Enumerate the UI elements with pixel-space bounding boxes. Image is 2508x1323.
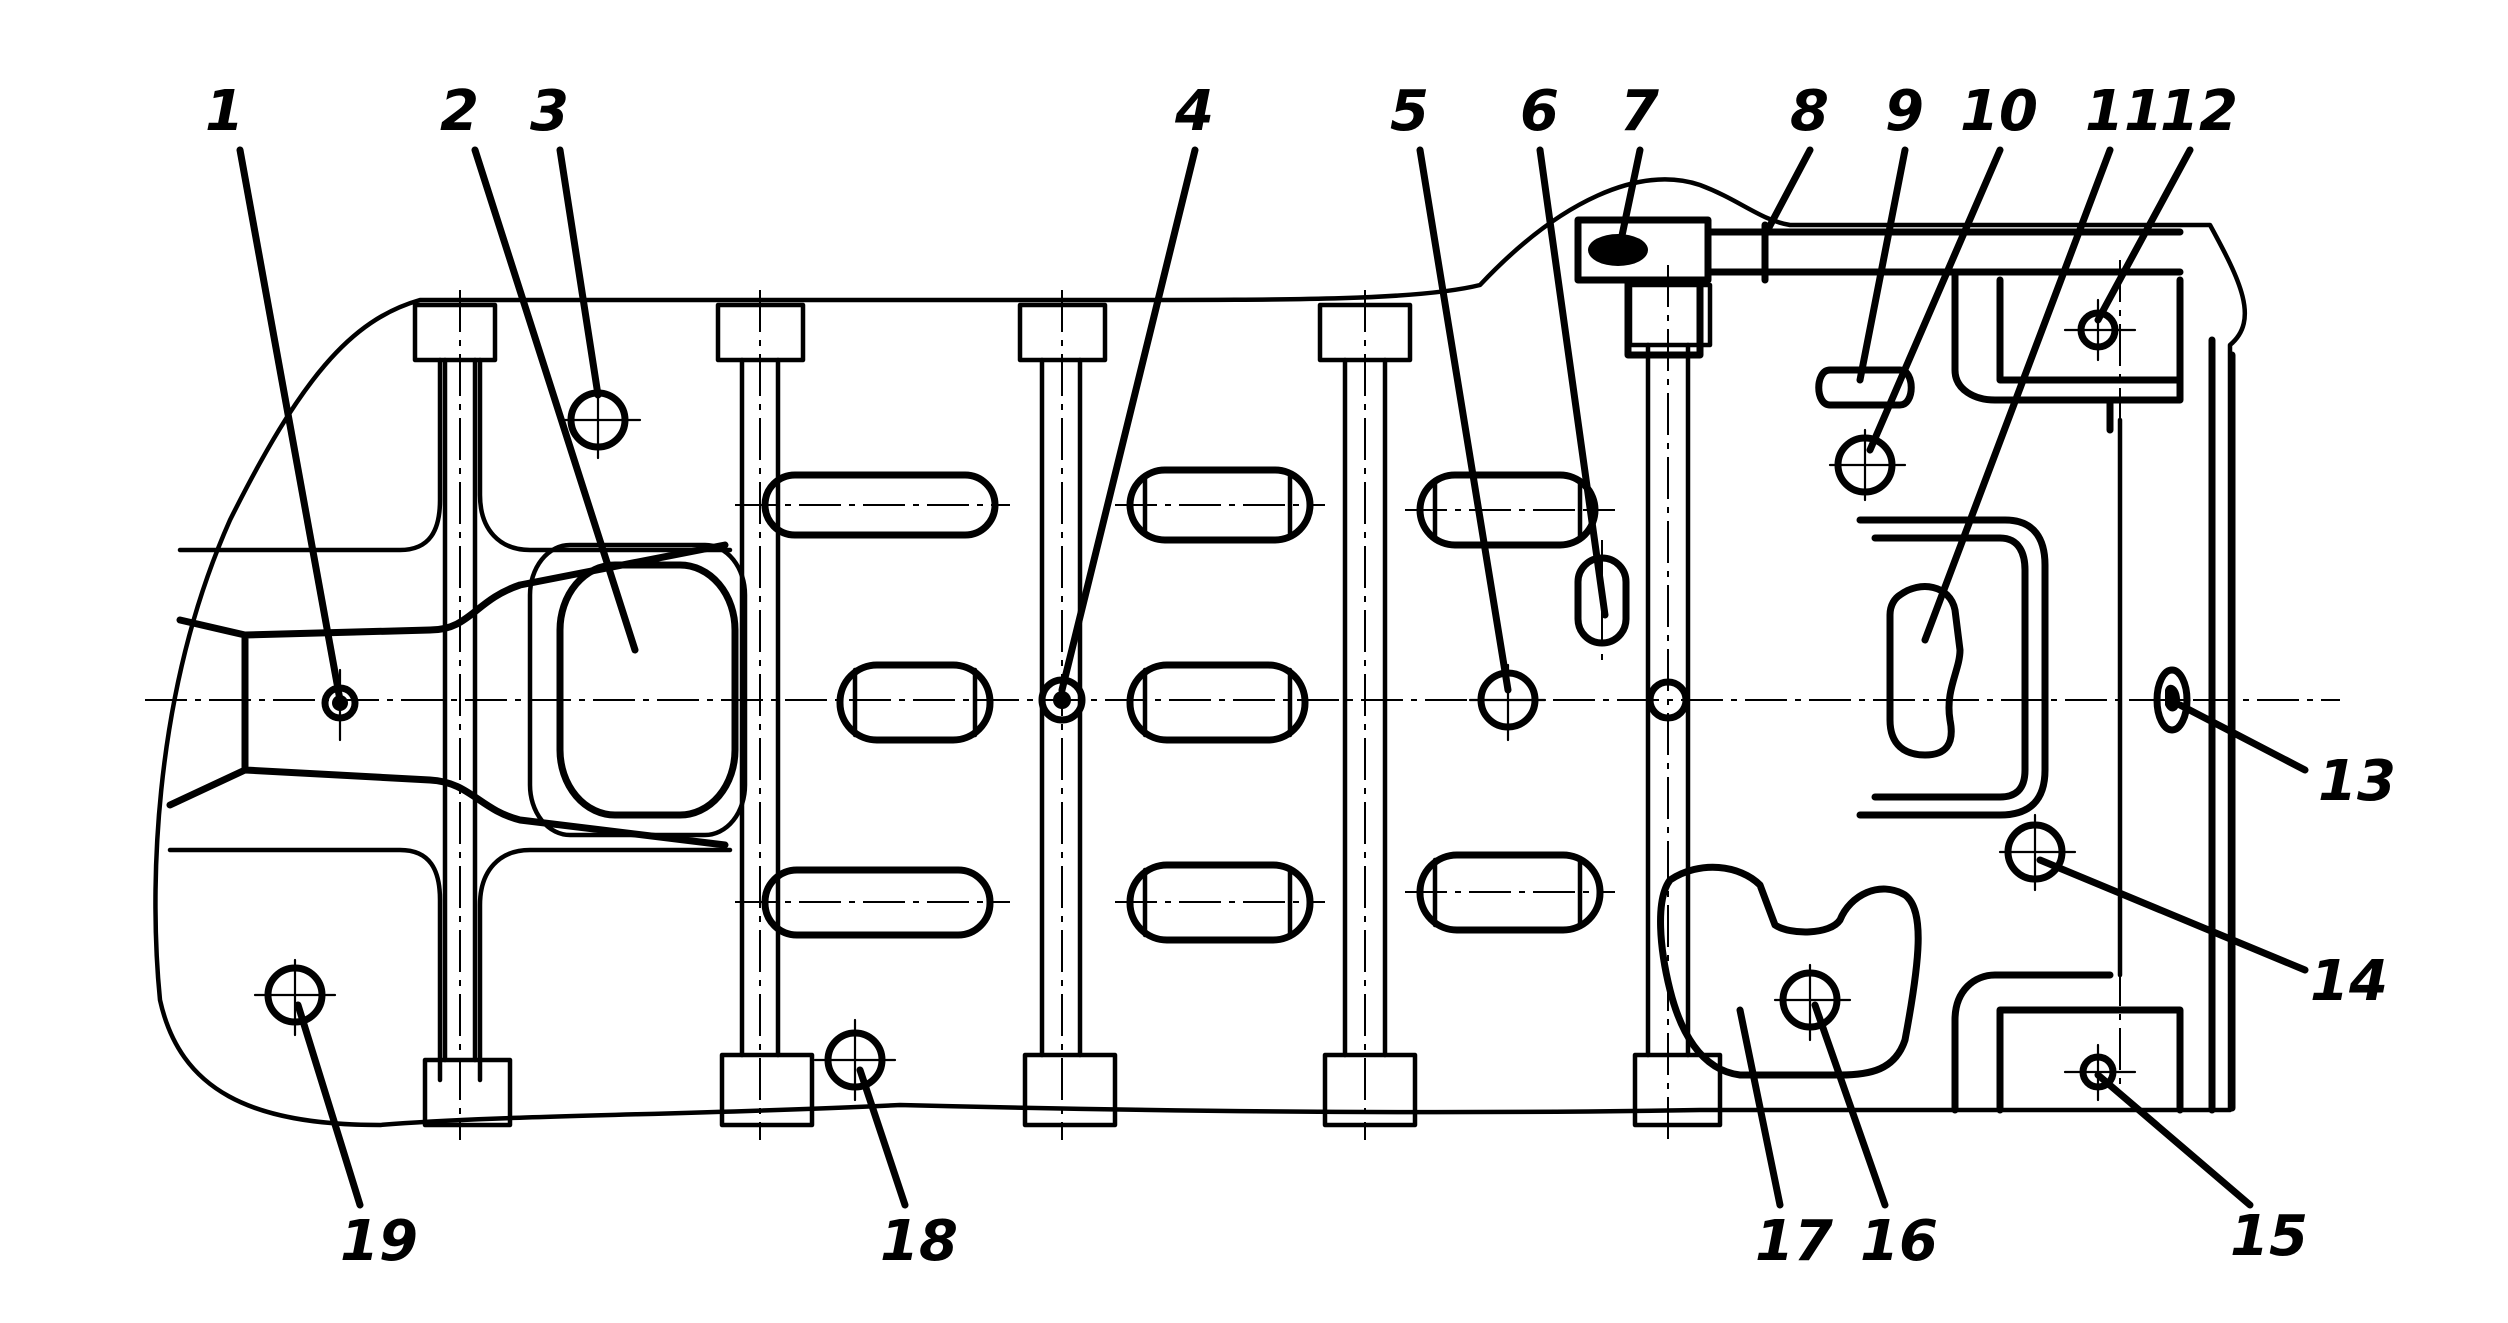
callout-16: 16 xyxy=(1860,1209,1938,1274)
leader-8 xyxy=(1761,146,1814,239)
leader-15 xyxy=(2094,1071,2254,1209)
leader-10 xyxy=(1866,146,2004,454)
holes xyxy=(253,298,2137,1102)
slots xyxy=(761,466,1604,944)
callout-12: 12 xyxy=(2160,79,2238,144)
leader-14 xyxy=(2036,856,2309,974)
centre-lines-slots xyxy=(735,260,2121,1090)
large-window-2 xyxy=(556,561,739,819)
part-outline xyxy=(153,177,2247,1128)
leader-5 xyxy=(1416,146,1512,694)
callout-6: 6 xyxy=(1520,79,1559,144)
hole-10 xyxy=(1828,428,1907,502)
callout-11: 11 xyxy=(2085,79,2163,144)
lever-plate-17 xyxy=(1657,863,1922,1079)
right-bracket-top xyxy=(1951,271,2184,434)
leader-17 xyxy=(1736,1006,1784,1209)
leader-1 xyxy=(236,146,344,704)
leader-9 xyxy=(1856,146,1909,384)
hole-14 xyxy=(1998,813,2077,892)
leader-18 xyxy=(856,1066,909,1209)
callout-19: 19 xyxy=(340,1209,418,1274)
callout-17: 17 xyxy=(1755,1209,1833,1274)
leader-13 xyxy=(2176,701,2309,774)
callout-4: 4 xyxy=(1174,79,1214,144)
callout-13: 13 xyxy=(2318,749,2396,814)
fitting-plug xyxy=(1588,234,1648,266)
leader-19 xyxy=(294,1001,364,1209)
leader-3 xyxy=(556,146,602,399)
callout-14: 14 xyxy=(2310,949,2388,1014)
callout-8: 8 xyxy=(1790,79,1829,144)
callout-3: 3 xyxy=(530,79,569,144)
leader-2 xyxy=(471,146,639,654)
curved-channel xyxy=(1856,516,2049,819)
callout-18: 18 xyxy=(880,1209,958,1274)
leader-16 xyxy=(1811,1001,1889,1209)
right-bracket-bottom xyxy=(1951,971,2184,1114)
leader-11 xyxy=(1921,146,2114,644)
callout-5: 5 xyxy=(1390,79,1429,144)
left-rib-lower xyxy=(167,847,733,1083)
hole-18 xyxy=(813,1018,897,1102)
callout-1: 1 xyxy=(205,79,244,144)
left-hub xyxy=(166,541,729,849)
leader-6 xyxy=(1536,146,1609,619)
hole-19 xyxy=(253,958,337,1037)
hole-rib5 xyxy=(1646,678,1690,722)
slot-13-fill xyxy=(2165,684,2180,712)
callout-7: 7 xyxy=(1620,79,1659,144)
left-rib-upper xyxy=(177,357,733,553)
callout-labels: 1 2 3 4 5 6 7 8 9 10 11 12 13 14 15 16 1… xyxy=(205,79,2396,1274)
rib-3 xyxy=(1017,302,1118,1128)
fitting-body xyxy=(1574,216,1712,284)
hole-16 xyxy=(1773,963,1852,1042)
centre-lines-vertical xyxy=(459,265,1669,1140)
callout-15: 15 xyxy=(2230,1204,2308,1269)
fitting-neck xyxy=(1624,276,1704,359)
leader-12 xyxy=(2094,146,2194,324)
rib-4 xyxy=(1317,302,1418,1128)
rib-1 xyxy=(412,302,513,1128)
slot-9 xyxy=(1815,366,1915,409)
callout-9: 9 xyxy=(1885,79,1924,144)
large-window-frame xyxy=(527,542,748,838)
callout-2: 2 xyxy=(440,79,479,144)
slot-11 xyxy=(1886,583,1964,759)
leader-7 xyxy=(1616,146,1644,249)
leader-lines xyxy=(236,146,2309,1209)
callout-10: 10 xyxy=(1960,79,2038,144)
leader-4 xyxy=(1058,146,1199,694)
